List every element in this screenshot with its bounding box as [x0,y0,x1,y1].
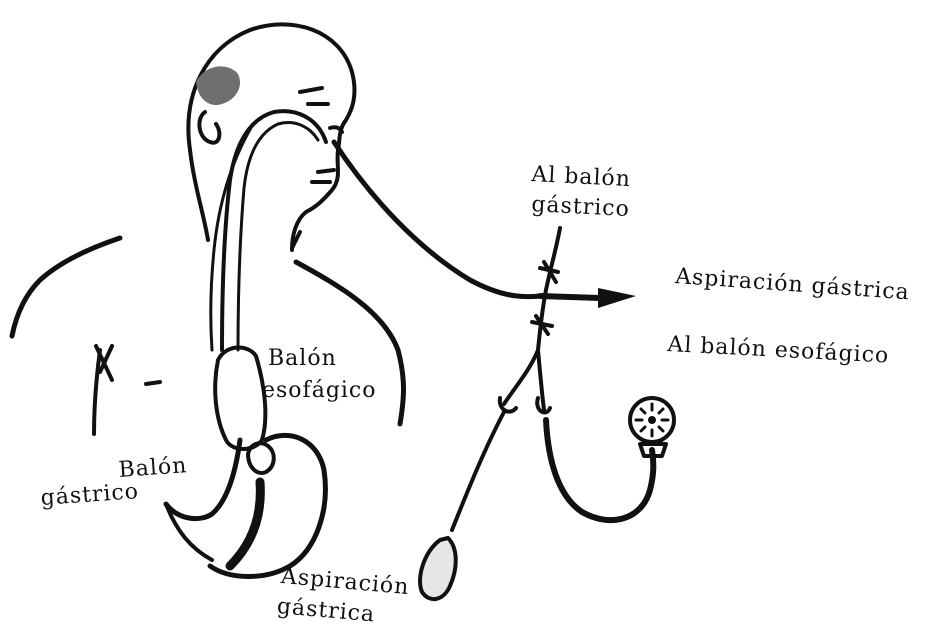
mouth [312,170,334,182]
label-esophageal-balloon-line1: Balón [268,348,337,370]
stomach-outline [166,440,240,519]
split-left-tube [504,350,538,404]
aspiration-arrow-icon [598,288,636,308]
left-long-tube [452,412,504,530]
ear [199,112,219,143]
eyebrow [300,88,322,92]
aspiration-outlet [540,296,600,298]
label-to-gastric-balloon-line1: Al balón [531,164,632,191]
left-shoulder [12,238,120,336]
manometer-dial-center [648,416,656,424]
stomach-curve [210,435,325,576]
neck-back [190,150,208,240]
aspiration-tube-tip [230,482,260,566]
gastric-balloon [248,443,274,473]
label-gastric-balloon-line1: Balón [118,455,188,482]
label-to-gastric-balloon-line2: gástrico [531,194,630,221]
syringe-bulb [420,538,456,599]
tube-esophagus-left [211,126,252,350]
esophageal-balloon [215,347,265,449]
label-esophageal-balloon-line2: esofágico [262,380,377,402]
left-arm-inner [94,350,100,434]
nostril [330,127,342,132]
external-tube [334,142,540,297]
head-outline [188,24,354,250]
chest-mark [146,382,160,384]
tube-esophagus-inner [238,123,318,350]
